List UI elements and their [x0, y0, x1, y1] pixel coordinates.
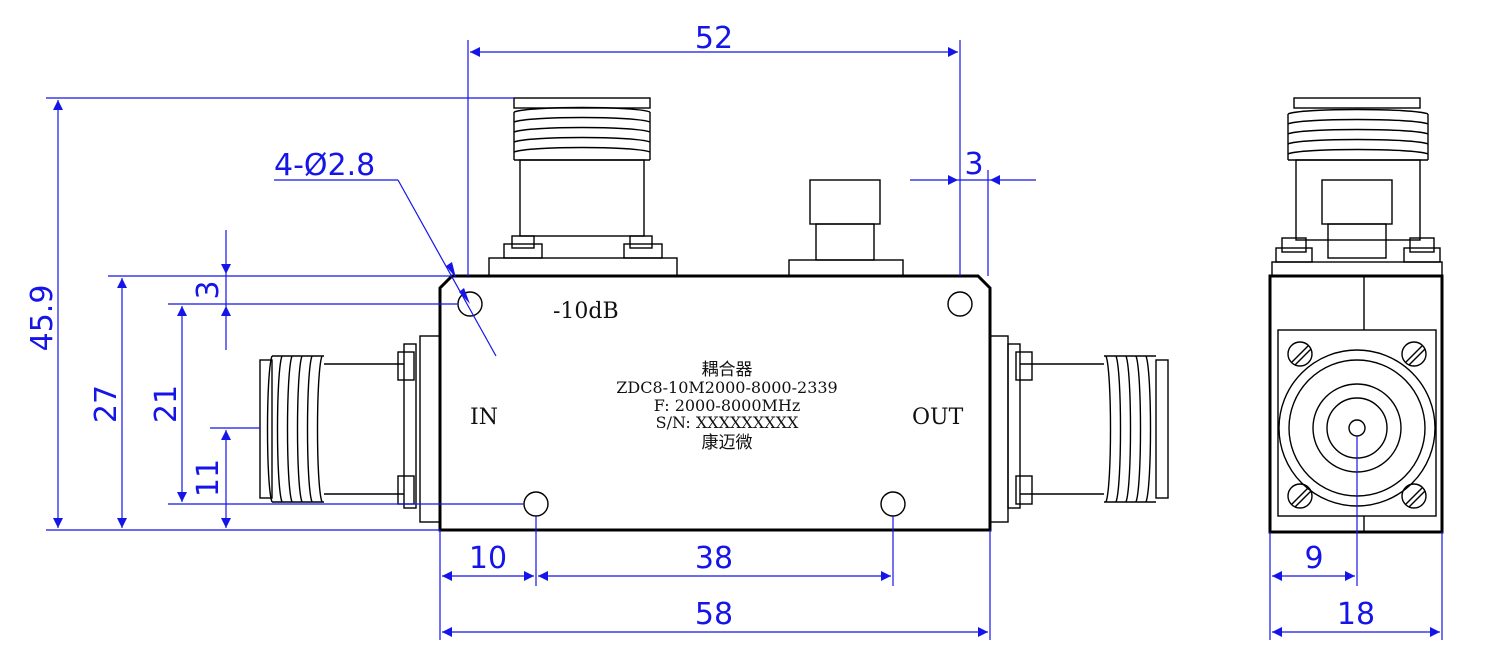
flange-screw [1401, 483, 1427, 509]
dim-port-height: 11 [191, 459, 226, 497]
dim-hole-spacing-h: 38 [695, 541, 733, 576]
dim-side-width: 18 [1337, 597, 1375, 632]
flange-screw [1287, 483, 1313, 509]
side-view [1268, 97, 1444, 534]
right-n-connector [989, 335, 1169, 523]
mount-hole [947, 291, 973, 317]
frequency-range: F: 2000-8000MHz [654, 396, 801, 415]
port-in-label: IN [470, 405, 498, 430]
dim-hole-spec: 4-Ø2.8 [274, 148, 375, 183]
dimension-lines [46, 40, 1443, 640]
port-out-label: OUT [912, 405, 964, 430]
mount-hole [880, 491, 906, 517]
dim-width-total: 52 [695, 21, 733, 56]
left-n-connector [259, 335, 441, 523]
top-n-connector [488, 97, 678, 277]
dim-edge-offset: 3 [964, 147, 983, 182]
dim-hole-left-offset: 10 [469, 541, 507, 576]
mount-hole [523, 491, 549, 517]
flange-screw [1287, 341, 1313, 367]
flange-screw [1401, 341, 1427, 367]
brand-name: 康迈微 [702, 433, 753, 453]
model-number: ZDC8-10M2000-8000-2339 [616, 378, 837, 397]
dim-body-height: 27 [89, 385, 124, 423]
top-sma-connector [788, 179, 904, 277]
dim-hole-top-offset: 3 [191, 280, 226, 299]
dim-height-total: 45.9 [25, 285, 60, 352]
serial-number: S/N: XXXXXXXXX [656, 413, 799, 432]
coupling-label: -10dB [553, 299, 619, 324]
product-name: 耦合器 [702, 360, 753, 380]
dim-hole-spacing-v: 21 [149, 385, 184, 423]
dim-body-length: 58 [695, 597, 733, 632]
dim-side-center: 9 [1304, 541, 1323, 576]
